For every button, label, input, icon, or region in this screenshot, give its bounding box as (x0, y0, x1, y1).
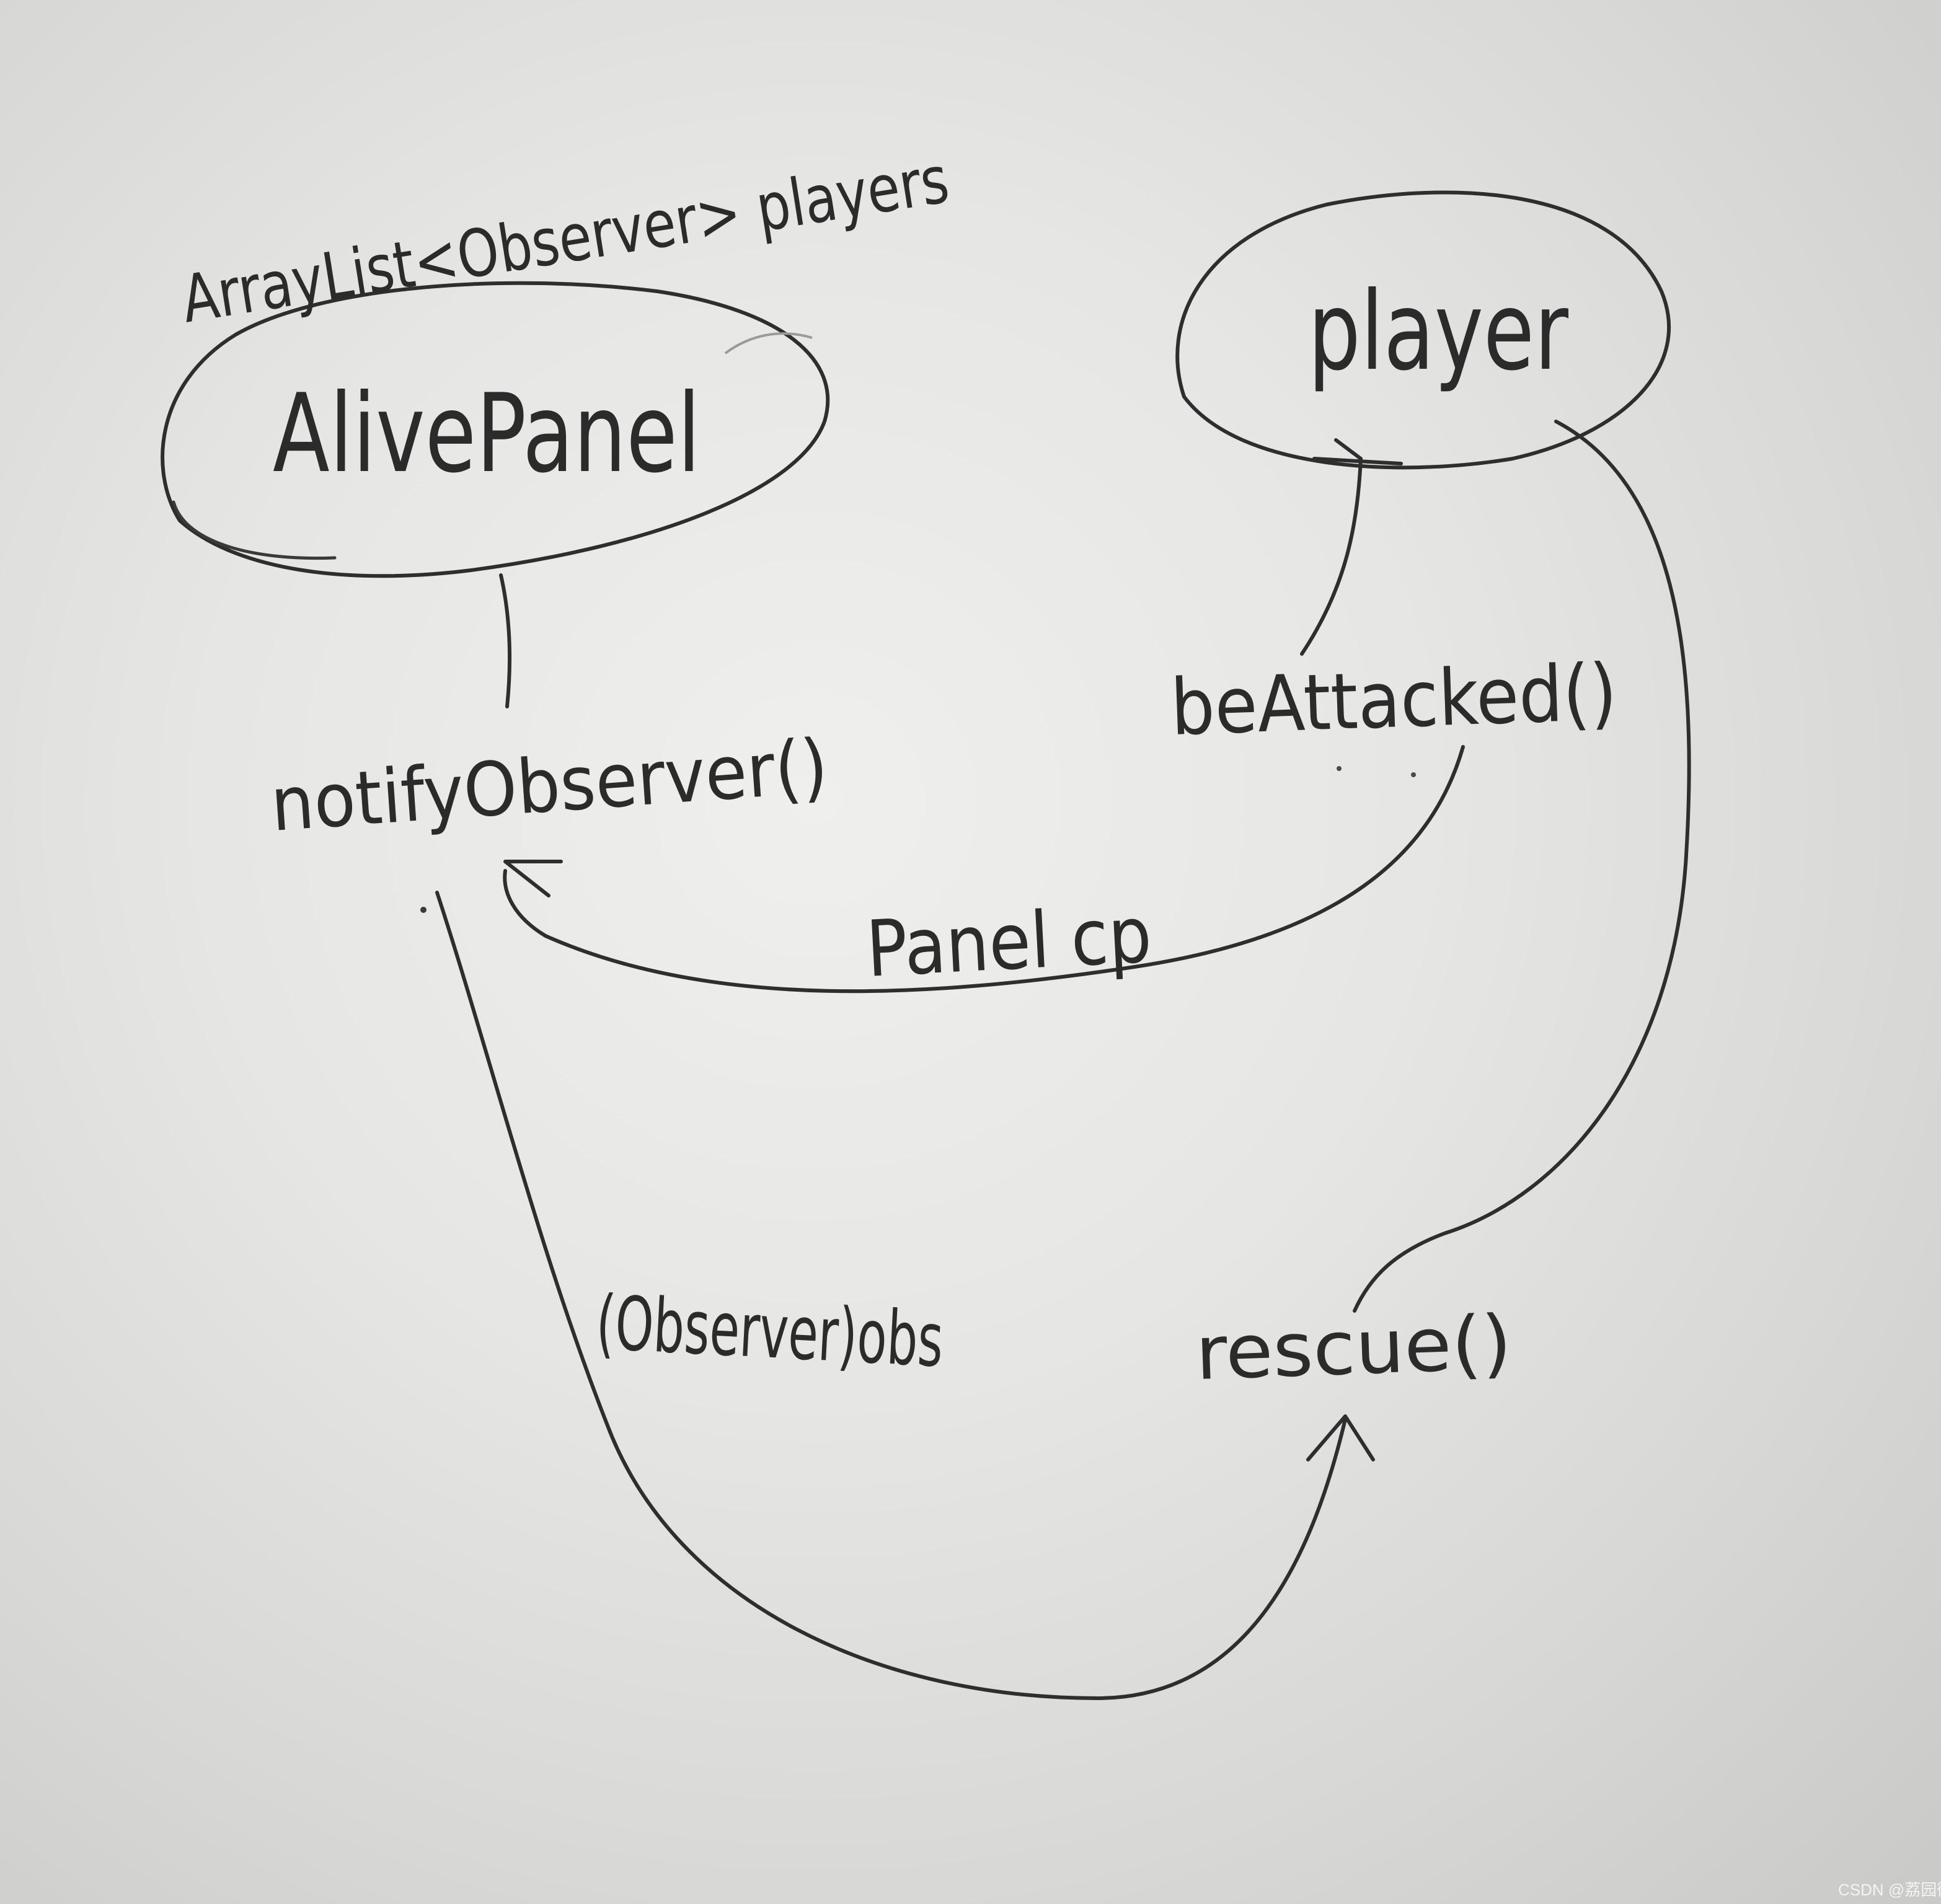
player-label: player (1308, 269, 1568, 395)
observer-obs-arrowhead (1306, 1414, 1375, 1461)
stray-dot (420, 907, 427, 913)
alive-panel-annotation: ArrayList<Observer> players (177, 142, 954, 338)
alive-panel-ellipse-overstroke (172, 500, 337, 560)
notify-observer-method: notifyObserver() (268, 723, 831, 848)
player-to-rescue-line (1353, 420, 1691, 1313)
edge-observer-obs: (Observer)obs (435, 891, 1375, 1700)
panel-cp-label: Panel cp (864, 890, 1154, 995)
stray-dot (1411, 772, 1416, 777)
alive-panel-to-notify-line (499, 573, 512, 708)
player-arrowhead (1312, 438, 1403, 465)
stray-dot (1337, 766, 1342, 771)
alive-panel-label: AlivePanel (273, 371, 701, 497)
faint-scribble (724, 332, 813, 355)
be-attacked-to-player-line (1300, 457, 1363, 656)
observer-obs-label: (Observer)obs (594, 1280, 945, 1384)
node-player: player (1175, 190, 1671, 470)
player-ellipse (1175, 190, 1671, 470)
rescue-method: rescue() (1194, 1300, 1513, 1397)
panel-cp-arrowhead (503, 860, 563, 897)
csdn-watermark: CSDN @荔园微风 (1838, 1880, 1941, 1899)
panel-cp-arrow-line (503, 745, 1465, 994)
edge-panel-cp: Panel cp (503, 745, 1465, 995)
alive-panel-ellipse (161, 281, 830, 578)
be-attacked-method: beAttacked() (1169, 648, 1619, 753)
stray-pen-marks (420, 332, 1416, 913)
node-alive-panel: AlivePanel ArrayList<Observer> players (161, 142, 954, 578)
observer-obs-arrow-line (435, 891, 1347, 1700)
